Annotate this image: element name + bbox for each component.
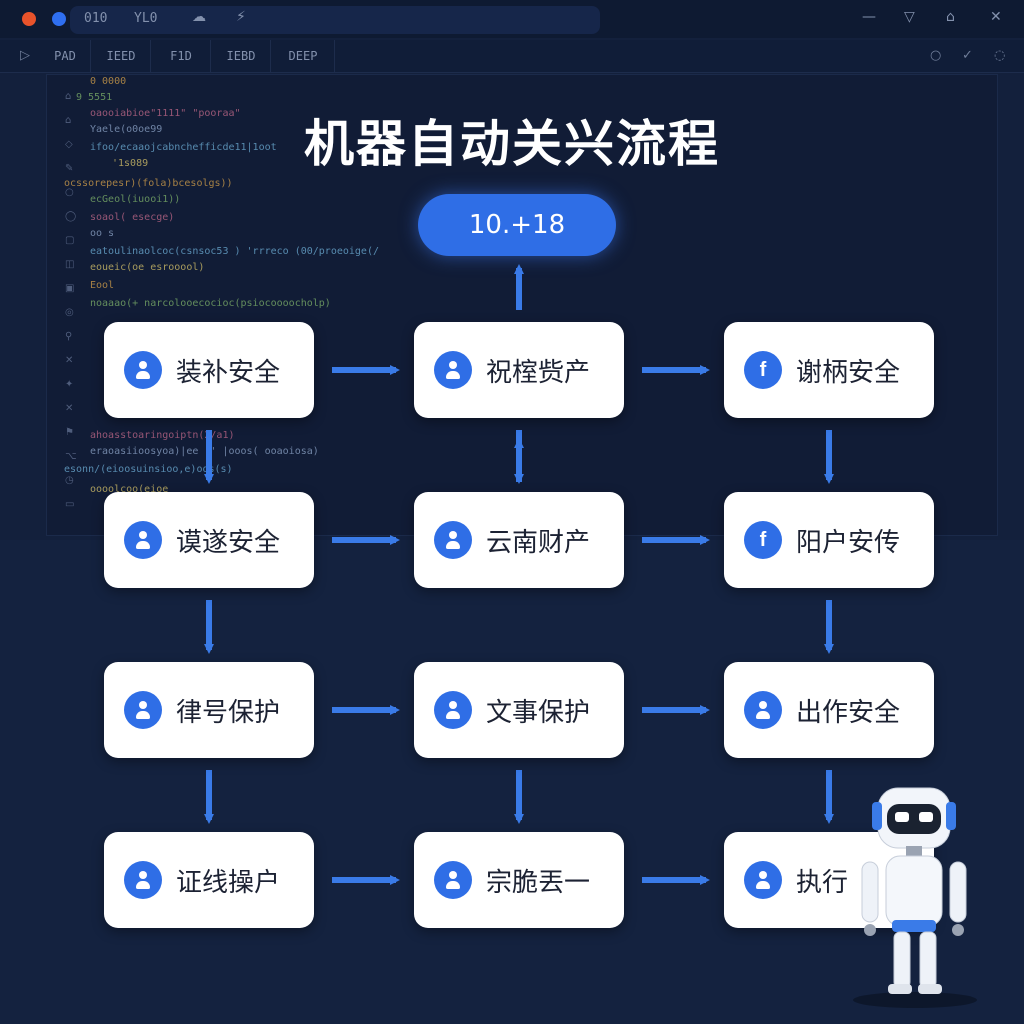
start-node[interactable]: 10.+18 [418,194,616,256]
gutter-home-icon[interactable]: ⌂ [65,91,72,102]
flow-node[interactable]: 证线操户 [104,832,314,928]
cloud-sync-icon[interactable]: ☁ [192,9,206,25]
code-line: eraoasiioosyoa)|ee '' |ooos( ooaoiosa) [90,446,319,457]
gutter-pen-icon[interactable]: ✎ [65,163,74,174]
user-icon [434,861,472,899]
code-line: oo s [90,228,115,239]
code-line: 9 5551 [76,92,113,103]
gutter-bell-icon[interactable]: ◇ [65,139,73,150]
code-line: oooolcoo(eioe [90,484,169,495]
bell-icon[interactable]: ◌ [994,48,1006,63]
gutter-tool-icon[interactable]: ✕ [65,355,74,366]
flow-node[interactable]: 祝榁赀产 [414,322,624,418]
flow-node[interactable]: 云南财产 [414,492,624,588]
tab-ieed[interactable]: IEED [92,40,151,72]
user-icon [434,521,472,559]
flow-node[interactable]: 宗脆丟一 [414,832,624,928]
gutter-layers-icon[interactable]: ◫ [65,259,75,270]
facebook-icon: f [744,521,782,559]
gutter-user-icon[interactable]: ◯ [65,211,77,222]
gutter-chat-icon[interactable]: ◎ [65,307,74,318]
code-line: oaooiabioe"1111" "pooraa" [90,108,241,119]
flow-node[interactable]: 装补安全 [104,322,314,418]
code-line: Eool [90,280,115,291]
flow-node-label: 装补安全 [176,357,281,388]
home-icon[interactable]: ⌂ [946,9,955,25]
flow-node-label: 出作安全 [796,697,901,728]
flow-node-label: 谟遂安全 [176,527,281,558]
gutter-tag-icon[interactable]: ✕ [65,403,74,414]
toolbar: ▷ PAD IEED F1D IEBD DEEP ○ ✓ ◌ [0,40,1024,73]
user-icon [124,691,162,729]
user-icon [744,861,782,899]
tab-f1d[interactable]: F1D [152,40,211,72]
flow-node-label: 证线操户 [176,867,281,898]
title-item-2[interactable]: YL0 [134,11,158,26]
lower-panel [0,540,1024,1024]
gutter-clock-icon[interactable]: ◷ [65,475,74,486]
user-icon [744,691,782,729]
gutter-folder-icon[interactable]: ▢ [65,235,75,246]
flow-node-label: 云南财产 [486,527,591,558]
close-icon[interactable]: ✕ [990,9,1002,25]
title-strip [70,6,600,34]
flow-node-label: 执行 [796,867,849,898]
tab-iebd[interactable]: IEBD [212,40,271,72]
code-line: ahoasstoaringoiptn(2/a1) [90,430,235,441]
flow-node-label: 律号保护 [176,697,281,728]
gutter-flag-icon[interactable]: ⚑ [65,427,74,438]
code-line: Yaele(o0oe99 [90,124,163,135]
code-line: 0 0000 [90,76,127,87]
code-line: eatoulinaolcoc(csnsoc53 ) 'rrreco (00/pr… [90,246,379,257]
gutter-box-icon[interactable]: ▭ [65,499,75,510]
user-icon [124,861,162,899]
title-item-1[interactable]: 010 [84,11,108,26]
code-line: ecGeol(iuooi1)) [90,194,181,205]
shield-icon[interactable]: ▽ [904,9,915,25]
flow-node-label: 谢柄安全 [796,357,901,388]
flow-node[interactable]: f 谢柄安全 [724,322,934,418]
facebook-icon: f [744,351,782,389]
gutter-grid-icon[interactable]: ▣ [65,283,75,294]
gutter-star-icon[interactable]: ✦ [65,379,74,390]
flow-node-label: 阳户安传 [796,527,901,558]
flow-node[interactable]: f 阳户安传 [724,492,934,588]
magic-wand-icon[interactable]: ⚡ [236,9,246,25]
gutter-arrow-icon[interactable]: ⌂ [65,115,72,126]
diagram-title: 机器自动关兴流程 [304,115,720,173]
code-line: soaol( esecge) [90,212,175,223]
flow-node[interactable]: 谟遂安全 [104,492,314,588]
minimize-window-button[interactable] [52,12,66,26]
code-line: eoueic(oe esrooool) [90,262,205,273]
gutter-link-icon[interactable]: ⚲ [65,331,73,342]
code-line: esonn/(eioosuinsioo,e)oos(s) [64,464,233,475]
flow-node-label: 宗脆丟一 [486,867,591,898]
check-icon[interactable]: ✓ [962,48,973,63]
gutter-git-icon[interactable]: ⌥ [65,451,77,462]
user-icon [434,691,472,729]
flow-node-label: 文事保护 [486,697,591,728]
flow-node[interactable]: 律号保护 [104,662,314,758]
title-bar: 010 YL0 ☁ ⚡ — ▽ ⌂ ✕ [0,0,1024,38]
close-window-button[interactable] [22,12,36,26]
user-icon [434,351,472,389]
user-icon [124,521,162,559]
code-line: noaaao(+ narcolooecocioc(psiocoooocholp) [90,298,331,309]
minus-icon[interactable]: — [862,9,876,25]
tab-pad[interactable]: PAD [40,40,91,72]
gutter-search-icon[interactable]: ○ [65,187,74,198]
code-line: '1s089 [112,158,149,169]
flow-node[interactable]: 文事保护 [414,662,624,758]
run-icon[interactable]: ▷ [20,48,30,63]
flow-node[interactable]: 出作安全 [724,662,934,758]
tab-deep[interactable]: DEEP [272,40,335,72]
code-line: ifoo/ecaaojcabnchefficde11|1oot [90,142,277,153]
settings-icon[interactable]: ○ [930,48,942,63]
user-icon [124,351,162,389]
robot-icon [853,787,977,1008]
code-line: ocssorepesr)(fola)bcesolgs)) [64,178,233,189]
flow-node-label: 祝榁赀产 [486,357,591,388]
